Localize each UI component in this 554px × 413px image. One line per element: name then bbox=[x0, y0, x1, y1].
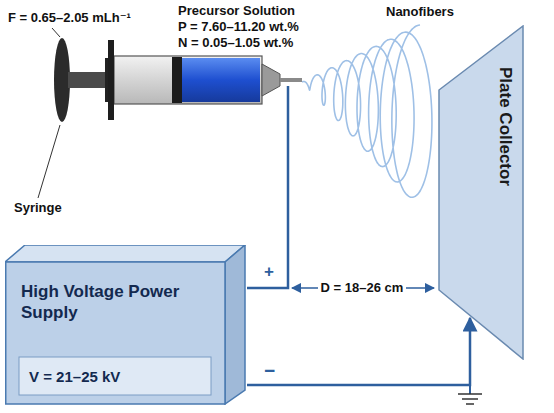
fibers-label: Nanofibers bbox=[386, 4, 454, 20]
solution-title: Precursor Solution bbox=[178, 3, 295, 19]
nanofiber-spiral bbox=[302, 25, 432, 197]
positive-sign: + bbox=[264, 262, 274, 282]
additive-content: N = 0.05–1.05 wt.% bbox=[178, 35, 293, 51]
distance-label: D = 18–26 cm bbox=[318, 280, 407, 296]
polymer-content: P = 7.60–11.20 wt.% bbox=[178, 19, 299, 35]
flow-rate: F = 0.65–2.05 mLh⁻¹ bbox=[8, 10, 131, 26]
negative-wire bbox=[247, 318, 470, 385]
device-title: High Voltage Power Supply bbox=[21, 281, 211, 323]
barrel-flange bbox=[108, 40, 114, 120]
leader-line bbox=[38, 125, 60, 198]
ground-symbol bbox=[466, 403, 474, 405]
syringe-label: Syringe bbox=[14, 200, 62, 216]
plunger-thumb bbox=[54, 38, 70, 122]
voltage-display bbox=[19, 357, 211, 395]
ground-wire bbox=[469, 385, 471, 394]
positive-wire bbox=[247, 86, 288, 288]
leader-line bbox=[52, 28, 60, 37]
plate-face bbox=[439, 26, 523, 359]
collector-title: Plate Collector bbox=[495, 67, 516, 186]
piston bbox=[172, 57, 182, 103]
voltage-value: V = 21–25 kV bbox=[29, 366, 120, 387]
power-supply-box: High Voltage Power Supply V = 21–25 kV bbox=[5, 245, 247, 405]
box-top bbox=[5, 245, 245, 262]
plate-collector: Plate Collector bbox=[438, 25, 524, 360]
ground-symbol bbox=[458, 393, 482, 395]
plunger-rod bbox=[68, 72, 108, 88]
negative-sign: − bbox=[264, 360, 275, 382]
box-side bbox=[225, 245, 245, 404]
syringe-barrel bbox=[114, 56, 262, 104]
ground-symbol bbox=[462, 398, 478, 400]
precursor-solution bbox=[182, 58, 260, 102]
needle bbox=[280, 78, 302, 82]
box-front bbox=[6, 262, 225, 404]
syringe-tip bbox=[262, 64, 280, 96]
